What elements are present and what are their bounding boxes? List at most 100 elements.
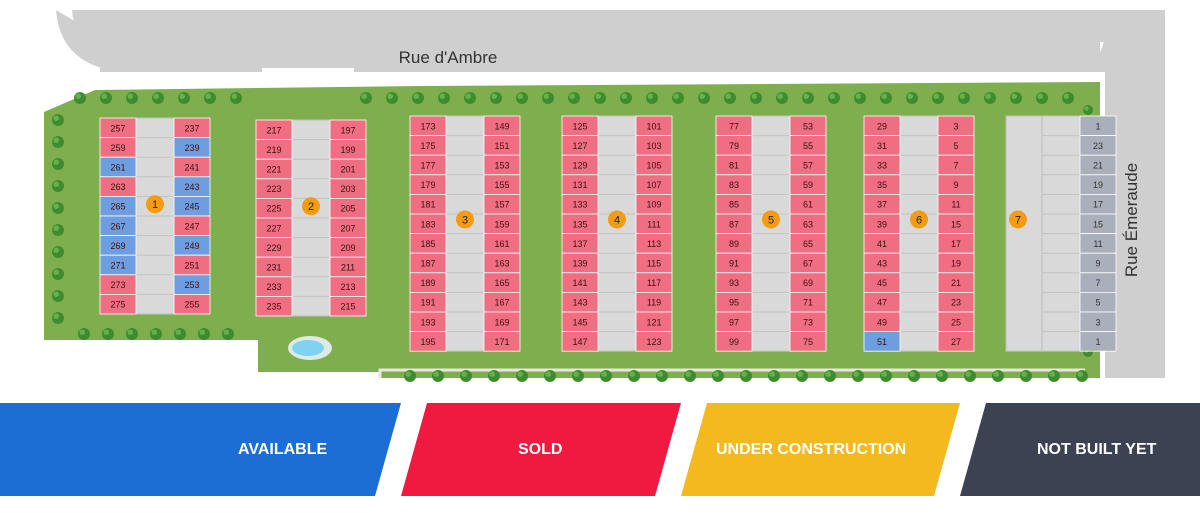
phase-number: 7 bbox=[1015, 214, 1021, 226]
lot-number: 243 bbox=[184, 182, 199, 192]
lot-number: 111 bbox=[647, 219, 661, 229]
lot bbox=[255, 295, 293, 317]
lot-number: 173 bbox=[420, 121, 435, 131]
lot-number: 181 bbox=[420, 200, 435, 210]
tree bbox=[965, 371, 971, 377]
tree bbox=[543, 93, 549, 99]
lot-number: 97 bbox=[729, 317, 739, 327]
lot-number: 229 bbox=[266, 243, 281, 253]
lot-number: 147 bbox=[572, 337, 587, 347]
lot-number: 261 bbox=[110, 163, 125, 173]
phase-number: 1 bbox=[152, 199, 158, 211]
lot-number: 165 bbox=[494, 278, 509, 288]
lot-number: 255 bbox=[184, 300, 199, 310]
tree bbox=[517, 93, 523, 99]
road-curve-right bbox=[1060, 30, 1105, 72]
phase-marker bbox=[456, 210, 474, 229]
legend-label-available: AVAILABLE bbox=[238, 441, 328, 458]
lot bbox=[937, 331, 975, 352]
phase-marker bbox=[302, 197, 320, 216]
lot-number: 125 bbox=[572, 121, 587, 131]
lot-number: 121 bbox=[646, 317, 661, 327]
tree bbox=[153, 93, 159, 99]
tree bbox=[53, 181, 59, 187]
tree bbox=[751, 93, 757, 99]
lot-number: 217 bbox=[266, 125, 281, 135]
phase-number: 4 bbox=[614, 214, 620, 226]
lot-number: 3 bbox=[953, 121, 958, 131]
lot-number: 23 bbox=[951, 298, 961, 308]
lot-number: 247 bbox=[184, 221, 199, 231]
lot-number: 193 bbox=[420, 317, 435, 327]
lot-number: 133 bbox=[572, 200, 587, 210]
tree bbox=[1021, 371, 1027, 377]
lot-number: 73 bbox=[803, 317, 813, 327]
tree bbox=[647, 93, 653, 99]
lot-number: 107 bbox=[646, 180, 661, 190]
legend-label-sold: SOLD bbox=[518, 441, 563, 458]
lot-number: 223 bbox=[266, 184, 281, 194]
lot-number: 53 bbox=[803, 121, 813, 131]
tree bbox=[199, 329, 205, 335]
lot-number: 49 bbox=[877, 317, 887, 327]
lot-number: 31 bbox=[877, 141, 887, 151]
lot-number: 139 bbox=[572, 259, 587, 269]
lot-number: 179 bbox=[420, 180, 435, 190]
lot-number: 69 bbox=[803, 278, 813, 288]
phase-number: 5 bbox=[768, 214, 774, 226]
lot-number: 87 bbox=[729, 219, 739, 229]
tree bbox=[803, 93, 809, 99]
lot-number: 231 bbox=[266, 263, 281, 273]
lot bbox=[483, 331, 521, 352]
tree bbox=[769, 371, 775, 377]
tree bbox=[673, 93, 679, 99]
tree bbox=[491, 93, 497, 99]
tree bbox=[909, 371, 915, 377]
lot-number: 35 bbox=[877, 180, 887, 190]
lot-number: 119 bbox=[647, 298, 661, 308]
tree bbox=[825, 371, 831, 377]
tree bbox=[699, 93, 705, 99]
tree bbox=[231, 93, 237, 99]
lot-number: 27 bbox=[951, 337, 961, 347]
tree bbox=[175, 329, 181, 335]
tree bbox=[621, 93, 627, 99]
lot-number: 21 bbox=[1093, 161, 1103, 171]
lot-number: 65 bbox=[803, 239, 813, 249]
lot-number: 11 bbox=[951, 200, 960, 210]
lot-number: 63 bbox=[803, 219, 813, 229]
lot-number: 171 bbox=[494, 337, 509, 347]
lot-number: 201 bbox=[340, 165, 355, 175]
lot-number: 265 bbox=[110, 202, 125, 212]
lot-number: 259 bbox=[110, 143, 125, 153]
vacant-column bbox=[1005, 115, 1043, 352]
lot-number: 237 bbox=[184, 123, 199, 133]
tree bbox=[53, 159, 59, 165]
lot-number: 203 bbox=[340, 184, 355, 194]
tree bbox=[53, 203, 59, 209]
tree bbox=[1011, 93, 1017, 99]
lot-number: 95 bbox=[729, 298, 739, 308]
lot-number: 105 bbox=[646, 161, 661, 171]
tree bbox=[881, 371, 887, 377]
lot-number: 61 bbox=[803, 200, 813, 210]
lot-number: 113 bbox=[647, 239, 661, 249]
lot-number: 235 bbox=[266, 302, 281, 312]
tree bbox=[465, 93, 471, 99]
lot-number: 45 bbox=[877, 278, 887, 288]
lot bbox=[173, 293, 211, 315]
lot-number: 1 bbox=[1095, 337, 1100, 347]
lot-number: 253 bbox=[184, 280, 199, 290]
lot bbox=[409, 331, 447, 352]
lot-number: 191 bbox=[420, 298, 435, 308]
lot-number: 205 bbox=[340, 204, 355, 214]
lot bbox=[1079, 331, 1117, 352]
tree bbox=[413, 93, 419, 99]
lot-number: 89 bbox=[729, 239, 739, 249]
tree bbox=[103, 329, 109, 335]
tree bbox=[223, 329, 229, 335]
lot-number: 271 bbox=[110, 261, 125, 271]
legend-band-not-built-yet bbox=[960, 403, 1200, 496]
phase-marker bbox=[608, 210, 626, 229]
tree bbox=[1084, 106, 1089, 111]
